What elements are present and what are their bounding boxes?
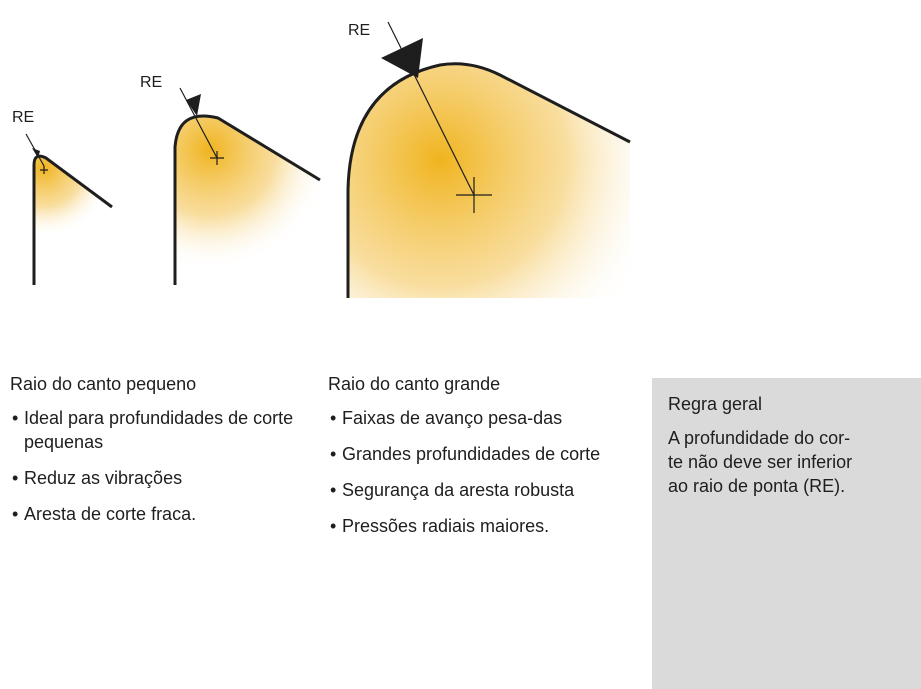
general-rule-text: A profundidade do cor- te não deve ser i… bbox=[668, 428, 853, 496]
list-item: •Aresta de corte fraca. bbox=[12, 504, 197, 524]
bullet-icon: • bbox=[330, 480, 337, 500]
insert-small-arrow bbox=[32, 148, 40, 158]
insert-large-center-mark bbox=[456, 177, 492, 213]
insert-small-center-mark bbox=[40, 166, 48, 174]
insert-small: RE bbox=[12, 109, 113, 285]
bullet-icon: • bbox=[12, 504, 19, 524]
large-radius-title: Raio do canto grande bbox=[328, 374, 501, 394]
list-item: •Grandes profundidades de corte bbox=[330, 444, 601, 464]
insert-small-fill bbox=[34, 156, 112, 285]
small-radius-list: •Ideal para profundidades de corte peque… bbox=[10, 406, 310, 526]
insert-medium-outline bbox=[173, 114, 321, 285]
insert-medium-center-mark bbox=[210, 151, 224, 165]
bullet-icon: • bbox=[12, 408, 19, 428]
general-rule-title: Regra geral bbox=[668, 394, 763, 414]
insert-medium-radius-line bbox=[179, 87, 218, 159]
insert-medium-fill bbox=[175, 115, 320, 285]
insert-large: RE bbox=[346, 21, 631, 298]
list-item: •Faixas de avanço pesa-das bbox=[330, 408, 563, 428]
insert-medium-re-label: RE bbox=[140, 74, 162, 91]
bullet-icon: • bbox=[330, 516, 337, 536]
insert-small-re-label: RE bbox=[12, 109, 34, 126]
insert-large-fill bbox=[348, 63, 630, 298]
large-radius-list: •Faixas de avanço pesa-das •Grandes prof… bbox=[328, 406, 628, 538]
insert-large-re-label: RE bbox=[348, 22, 370, 39]
list-item: •Segurança da aresta robusta bbox=[330, 480, 575, 500]
bullet-icon: • bbox=[12, 468, 19, 488]
large-radius-column: Raio do canto grande •Faixas de avanço p… bbox=[328, 372, 628, 550]
insert-small-outline bbox=[32, 154, 113, 285]
general-rule-box: Regra geral A profundidade do cor- te nã… bbox=[652, 378, 921, 689]
list-item: •Pressões radiais maiores. bbox=[330, 516, 550, 536]
list-item: •Ideal para profundidades de corte peque… bbox=[12, 408, 294, 452]
insert-large-arrow bbox=[381, 38, 423, 78]
bullet-icon: • bbox=[330, 408, 337, 428]
bullet-icon: • bbox=[330, 444, 337, 464]
insert-medium-arrow bbox=[186, 94, 201, 116]
small-radius-title: Raio do canto pequeno bbox=[10, 374, 197, 394]
insert-medium: RE bbox=[140, 74, 321, 285]
corner-radius-diagram: RE RE RE bbox=[12, 21, 631, 298]
list-item: •Reduz as vibrações bbox=[12, 468, 183, 488]
small-radius-column: Raio do canto pequeno •Ideal para profun… bbox=[10, 372, 310, 538]
